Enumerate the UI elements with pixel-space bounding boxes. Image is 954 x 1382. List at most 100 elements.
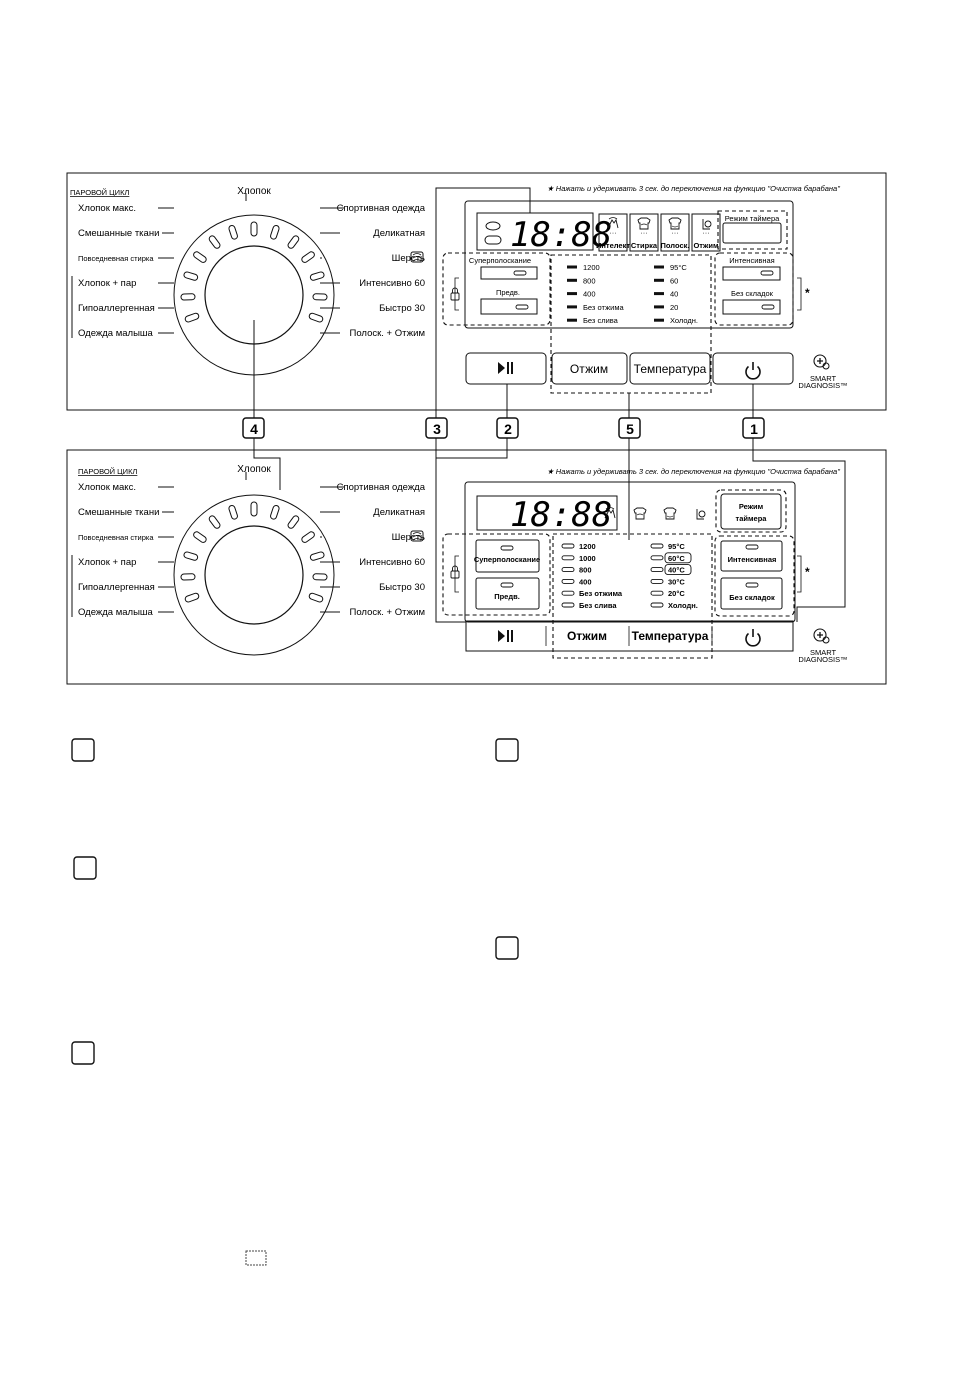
no-crease-button-upper[interactable] — [722, 299, 781, 315]
temperature-button-upper[interactable] — [629, 352, 711, 385]
blank-callout-box — [495, 738, 519, 762]
program-label-right: Быстро 30 — [379, 303, 425, 314]
program-label-top: Хлопок — [237, 186, 271, 197]
timer-group-dashed — [717, 210, 788, 250]
cycle-icon-box — [691, 213, 721, 252]
blank-callout-box — [71, 738, 95, 762]
lower-display-frame — [464, 481, 796, 623]
prewash-button-upper[interactable] — [480, 298, 538, 315]
dial-position-mark — [228, 505, 238, 520]
dial-position-mark — [287, 515, 300, 529]
option-label: 60°C — [668, 554, 685, 563]
program-label-left: Хлопок + пар — [78, 278, 136, 289]
cycle-icon-label: Полоск. — [661, 241, 690, 250]
drum-clean-note-lower: ★ Нажать и удерживать 3 сек. до переключ… — [547, 467, 840, 476]
options-left-group-upper — [442, 252, 551, 326]
dial-position-mark — [208, 235, 221, 249]
prewash-label-lower: Предв. — [494, 592, 520, 601]
option-label: Без слива — [579, 601, 617, 610]
spin-button-label-lower[interactable]: Отжим — [567, 629, 607, 643]
svg-text:···: ··· — [671, 228, 679, 237]
program-labels-lower: Хлопок макс.Смешанные тканиПовседневная … — [71, 472, 426, 618]
timer-button-upper[interactable] — [722, 222, 782, 244]
option-label: 60 — [670, 276, 678, 285]
program-label-right: Спортивная одежда — [337, 203, 426, 214]
program-label-left: Одежда малыша — [78, 607, 154, 618]
program-label-right: Шерсть — [392, 532, 425, 543]
dial-position-mark — [301, 531, 315, 543]
program-label-left: Одежда малыша — [78, 328, 154, 339]
upper-display-frame — [464, 200, 794, 329]
drum-clean-note: ★ Нажать и удерживать 3 сек. до переключ… — [547, 184, 840, 193]
callout-number: 3 — [433, 421, 441, 437]
callout-number: 5 — [626, 421, 634, 437]
program-label-left: Повседневная стирка — [78, 254, 154, 263]
option-label: 20°C — [668, 589, 685, 598]
indicator-led — [567, 292, 577, 296]
steam-cycle-header: ПАРОВОЙ ЦИКЛ — [70, 188, 129, 197]
intensive-button-lower[interactable] — [720, 540, 783, 572]
prewash-label-upper: Предв. — [496, 288, 520, 297]
dial-position-mark — [250, 501, 258, 517]
indicator-led — [561, 543, 575, 549]
dial-position-mark — [183, 271, 199, 281]
program-label-left: Повседневная стирка — [78, 533, 154, 542]
option-label: 20 — [670, 303, 678, 312]
spin-button-upper[interactable] — [551, 352, 628, 385]
cycle-icon-label: Отжим — [693, 241, 719, 250]
cycle-icon-box — [660, 213, 690, 252]
indicator-led — [654, 278, 664, 282]
temperature-button-label-lower[interactable]: Температура — [632, 629, 709, 643]
indicator-led — [561, 555, 575, 561]
indicator-led — [561, 578, 575, 584]
dial-position-mark — [208, 515, 221, 529]
option-label: 400 — [583, 290, 596, 299]
indicator-led — [561, 567, 575, 573]
indicator-led — [650, 567, 664, 573]
upper-control-panel: ПАРОВОЙ ЦИКЛ Хлопок Хлопок макс.Смешанны… — [66, 172, 887, 411]
option-label: 1200 — [579, 542, 596, 551]
blank-callout-box — [71, 1041, 95, 1065]
temperature-button-label-upper: Температура — [634, 362, 707, 376]
svg-text:···: ··· — [702, 228, 710, 237]
super-rinse-button-upper[interactable] — [480, 266, 538, 280]
no-crease-label-upper: Без складок — [731, 289, 774, 298]
callout-number: 1 — [750, 421, 758, 437]
super-rinse-button-lower[interactable] — [475, 539, 540, 573]
spin-temp-group-lower — [552, 533, 713, 659]
intensive-button-upper[interactable] — [722, 266, 781, 281]
dial-position-mark — [193, 251, 207, 263]
option-label: 30°C — [668, 577, 685, 586]
spin-button-label-upper: Отжим — [570, 362, 608, 376]
no-crease-button-lower[interactable] — [720, 577, 783, 610]
program-dial-lower[interactable] — [173, 494, 335, 656]
start-pause-button-lower[interactable] — [467, 622, 545, 650]
option-label: 40°C — [668, 566, 685, 575]
option-label: Холодн. — [670, 316, 698, 325]
program-label-top-lower: Хлопок — [237, 464, 271, 475]
prewash-button-lower[interactable] — [475, 577, 540, 610]
timer-group-lower — [715, 489, 787, 533]
dial-position-mark — [287, 235, 300, 249]
start-pause-button-upper[interactable] — [465, 352, 547, 385]
smart-diagnosis-icon — [813, 354, 830, 370]
options-right-group-upper — [714, 252, 794, 326]
program-label-right: Быстро 30 — [379, 582, 425, 593]
program-label-right: Деликатная — [373, 507, 425, 518]
program-label-right: Интенсивно 60 — [359, 557, 425, 568]
option-label: 400 — [579, 577, 592, 586]
indicator-led — [650, 578, 664, 584]
diagnosis-label-lower: DIAGNOSIS™ — [798, 655, 847, 664]
upper-cycle-icons: ···Интелект···Стирка···Полоск.···Отжим — [596, 213, 721, 252]
indicator-led — [561, 602, 575, 608]
timer-button-lower[interactable] — [720, 493, 782, 530]
dial-position-mark — [180, 293, 196, 301]
star-marker-lower: * — [805, 565, 810, 579]
option-label: 1200 — [583, 263, 600, 272]
upper-panel-frame — [66, 172, 887, 411]
no-crease-label-lower: Без складок — [729, 593, 775, 602]
program-label-right: Спортивная одежда — [337, 482, 426, 493]
program-label-left: Хлопок + пар — [78, 557, 136, 568]
